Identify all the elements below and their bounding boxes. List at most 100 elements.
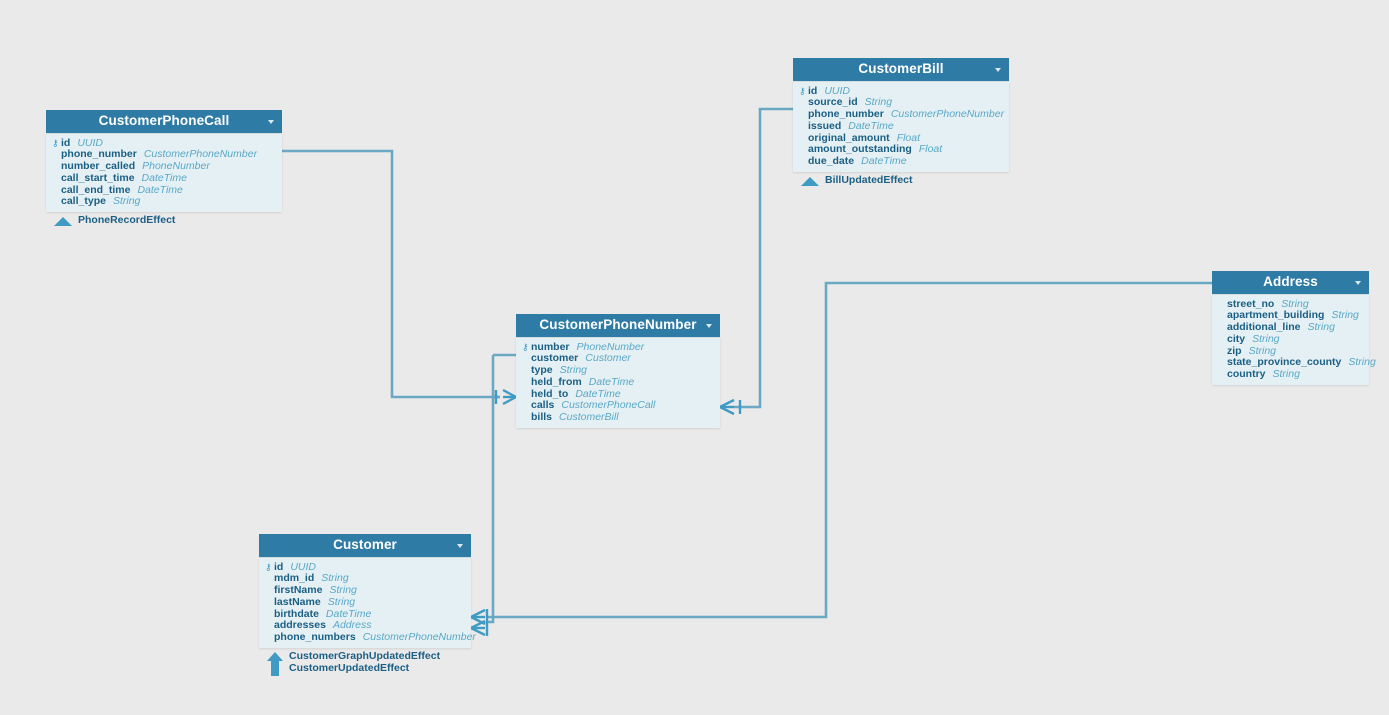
attribute-name: original_amount [808,131,890,144]
attribute-type: String [1248,344,1277,357]
crowfoot-phonenumber-left [494,388,517,406]
attribute-row[interactable]: original_amount Float [799,132,1003,144]
attribute-row[interactable]: ⚷id UUID [799,85,1003,97]
attribute-name: due_date [808,155,855,168]
attribute-row[interactable]: country String [1218,369,1363,381]
entity-title: CustomerBill [858,61,944,76]
attribute-name: lastName [274,595,321,608]
attribute-type: String [329,584,357,597]
attribute-name: zip [1227,344,1242,357]
effect-label-list: PhoneRecordEffect [78,214,175,226]
entity-title: CustomerPhoneCall [98,113,230,128]
attribute-type: String [1307,321,1335,334]
entity-header-customer_phone_call[interactable]: CustomerPhoneCall [46,110,282,133]
attribute-name: country [1227,368,1266,381]
effect-label[interactable]: PhoneRecordEffect [78,213,176,226]
attribute-row[interactable]: mdm_id String [265,573,465,585]
attribute-type: DateTime [325,607,372,620]
attribute-name: id [808,84,818,97]
attribute-name: source_id [808,96,858,109]
attribute-name: held_to [531,387,569,400]
chevron-down-icon[interactable] [268,119,274,124]
entity-header-customer_phone_number[interactable]: CustomerPhoneNumber [516,314,720,337]
effect-label[interactable]: CustomerGraphUpdatedEffect [289,649,441,662]
triangle-up-icon [801,176,819,186]
attribute-name: amount_outstanding [808,143,912,156]
attribute-type: DateTime [137,183,183,196]
attribute-type: UUID [77,136,104,149]
attribute-type: String [327,595,356,608]
chevron-down-icon[interactable] [706,323,712,328]
attribute-name: issued [808,119,842,132]
primary-key-icon: ⚷ [799,85,806,96]
attribute-row[interactable]: call_end_time DateTime [52,184,276,196]
link-customer-phonenumber [487,355,495,624]
attribute-type: UUID [824,84,851,97]
effect-label[interactable]: CustomerUpdatedEffect [289,661,410,674]
attribute-name: state_province_county [1227,356,1342,369]
effect-label[interactable]: BillUpdatedEffect [825,173,913,186]
chevron-down-icon[interactable] [995,67,1001,72]
attribute-row[interactable]: phone_number CustomerPhoneNumber [52,149,276,161]
attribute-type: CustomerPhoneNumber [890,108,1005,121]
attribute-name: calls [531,399,555,412]
primary-key-icon: ⚷ [265,561,272,572]
attribute-type: String [321,572,349,585]
attribute-name: number_called [61,160,136,173]
attribute-row[interactable]: additional_line String [1218,322,1363,334]
chevron-down-icon[interactable] [1355,280,1361,285]
attribute-name: additional_line [1227,321,1301,334]
attribute-name: customer [531,352,579,365]
primary-key-icon: ⚷ [52,137,59,148]
attribute-row[interactable]: zip String [1218,345,1363,357]
attribute-name: mdm_id [274,572,315,585]
entity-header-customer_bill[interactable]: CustomerBill [793,58,1009,81]
attribute-type: String [1272,368,1300,381]
attribute-row[interactable]: lastName String [265,596,465,608]
attribute-type: PhoneNumber [576,340,645,353]
link-phonenumber-bill [734,107,793,409]
entity-header-address[interactable]: Address [1212,271,1369,294]
primary-key-icon: ⚷ [522,341,529,352]
attribute-type: Float [896,131,921,144]
entity-title: CustomerPhoneNumber [539,317,697,332]
attribute-name: call_end_time [61,183,131,196]
effects-block-customer_phone_call: PhoneRecordEffect [46,212,175,226]
entity-header-customer[interactable]: Customer [259,534,471,557]
attribute-name: phone_number [61,148,137,161]
chevron-down-icon[interactable] [457,543,463,548]
attribute-type: CustomerPhoneNumber [143,148,258,161]
